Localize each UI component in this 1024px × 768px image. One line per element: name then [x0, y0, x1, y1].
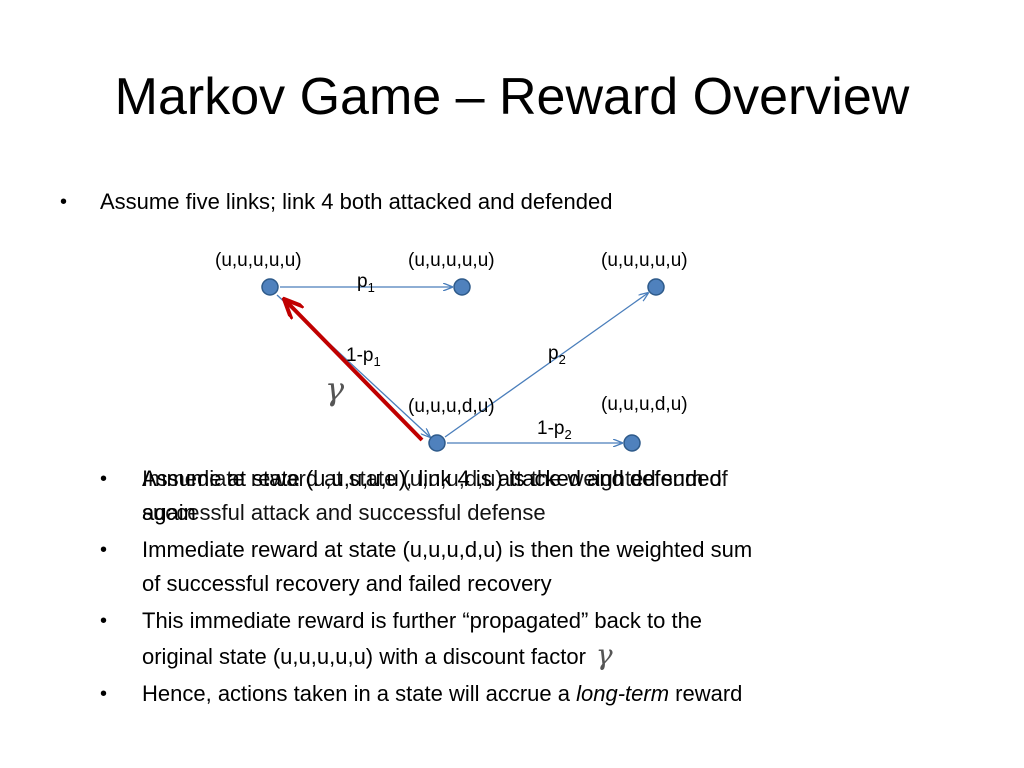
edge-p2 [444, 293, 648, 438]
edge-label-base: p [357, 271, 368, 292]
node-label: (u,u,u,u,u) [408, 250, 495, 271]
state-node [261, 278, 279, 296]
gamma-symbol: γ [595, 638, 613, 671]
list-item-text: Immediate reward at state (u,u,u,d,u) is… [142, 466, 728, 491]
list-item-text: of successful recovery and failed recove… [142, 571, 552, 596]
list-item-text: again [142, 500, 196, 525]
list-item-text: original state (u,u,u,u,u) with a discou… [142, 638, 900, 674]
list-item-text: Hence, actions taken in a state will acc… [142, 677, 900, 711]
list-item-text: This immediate reward is further “propag… [142, 608, 703, 633]
edge-label-sub: 1 [368, 280, 375, 295]
bullet-dot: • [100, 610, 108, 632]
edge-label-base: p [548, 343, 559, 364]
list-item: • Assume at state (u,u,u,u,u), link 4 is… [100, 462, 900, 530]
list-item-text-part: Hence, actions taken in a state will acc… [142, 681, 577, 706]
bullet-list: • Assume at state (u,u,u,u,u), link 4 is… [100, 462, 900, 714]
list-item: • This immediate reward is further “prop… [100, 604, 900, 674]
bullet-dot: • [100, 539, 108, 561]
bullet-dot: • [100, 683, 108, 705]
edge-label-p1: p1 [357, 271, 375, 295]
node-label: (u,u,u,u,u) [601, 250, 688, 271]
edge-label-sub: 1 [373, 354, 380, 369]
discount-feedback-arrow [284, 299, 424, 442]
list-item: • Hence, actions taken in a state will a… [100, 677, 900, 711]
bullet-dot: • [100, 468, 108, 490]
state-node [428, 434, 446, 452]
edge-label-base: 1-p [346, 345, 373, 366]
slide-title: Markov Game – Reward Overview [114, 68, 910, 126]
state-node [453, 278, 471, 296]
edge-label-base: 1-p [537, 418, 564, 439]
edge-label-1-minus-p2: 1-p2 [537, 418, 572, 442]
overlapping-lines: Assume at state (u,u,u,u,u), link 4 is a… [142, 462, 900, 530]
emphasis-text: long-term [576, 681, 670, 706]
list-item: • Immediate reward at state (u,u,u,d,u) … [100, 533, 900, 601]
state-node [623, 434, 641, 452]
list-item-text: successful attack and successful defense [142, 500, 546, 525]
edge-label-p2: p2 [548, 343, 566, 367]
node-label: (u,u,u,d,u) [408, 396, 495, 417]
list-item-text-part: original state (u,u,u,u,u) with a discou… [142, 644, 586, 669]
gamma-symbol: γ [325, 370, 345, 408]
list-item-text: Assume at state (u,u,u,u,u), link 4 is a… [142, 466, 722, 491]
list-item-text: Immediate reward at state (u,u,u,d,u) is… [142, 537, 753, 562]
node-label: (u,u,u,u,u) [215, 250, 302, 271]
list-item-text-part: reward [669, 681, 743, 706]
node-label: (u,u,u,d,u) [601, 394, 688, 415]
edge-label-1-minus-p1: 1-p1 [346, 345, 381, 369]
edge-label-sub: 2 [559, 352, 566, 367]
edge-label-sub: 2 [564, 427, 571, 442]
bullet-dot: • [60, 191, 68, 213]
top-bullet-text: Assume five links; link 4 both attacked … [100, 189, 613, 214]
state-node [647, 278, 665, 296]
